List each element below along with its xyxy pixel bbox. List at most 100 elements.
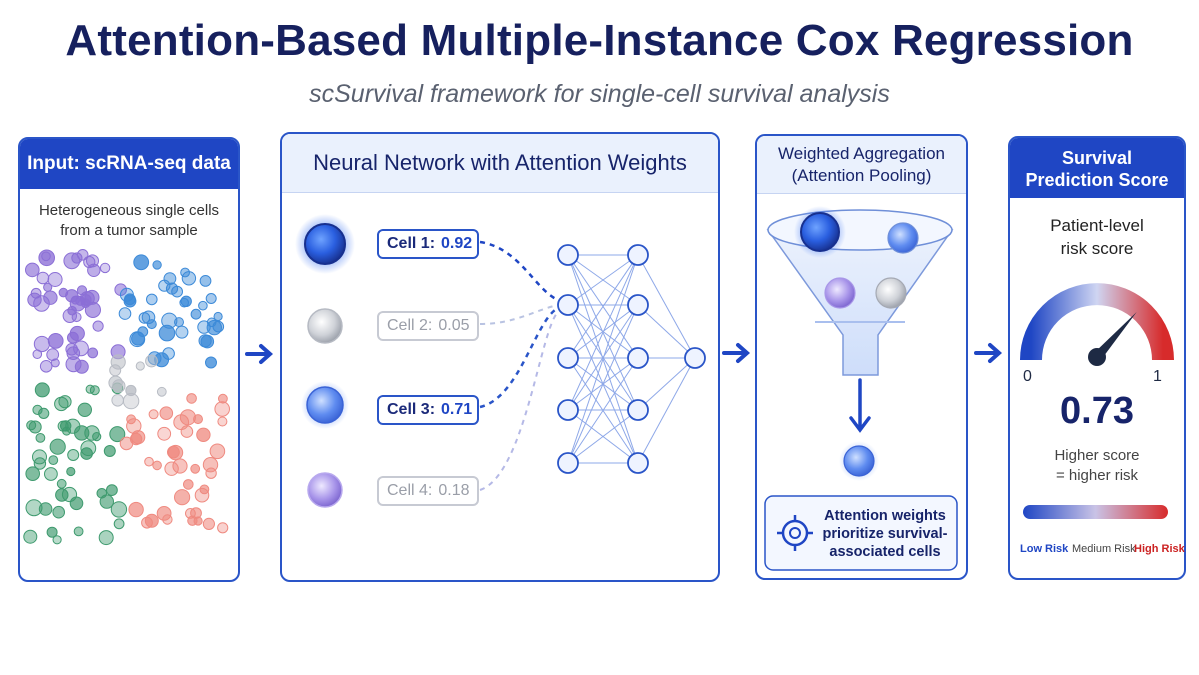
cell-3-icon [306,386,344,424]
single-cell-dot [38,249,56,267]
gauge-min-label: 0 [1023,368,1032,385]
single-cell-dot [59,420,72,432]
single-cell-dot [32,449,47,465]
single-cell-dot [80,440,97,457]
single-cell-dot [54,396,69,412]
cell-2-label: Cell 2:0.05 [377,311,479,341]
nn-edge [567,254,639,464]
single-cell-dot [141,310,156,325]
risk-legend-bar [1023,505,1168,519]
single-cell-dot [135,361,145,371]
aggregation-header-line1: Weighted Aggregation [778,144,945,163]
funnel-cell-grey [875,277,907,309]
nn-node [627,244,649,266]
single-cell-dot [146,319,157,330]
single-cell-dot [106,484,118,497]
score-caption-line1: Patient-level [1050,216,1144,235]
single-cell-dot [89,385,100,396]
single-cell-dot [131,430,146,445]
single-cell-dot [217,522,229,534]
legend-low-risk: Low Risk [1020,543,1069,555]
single-cell-dot [159,406,174,421]
single-cell-dot [193,516,203,526]
single-cell-dot [198,300,208,311]
single-cell-dot [122,392,140,410]
single-cell-dot [174,489,191,506]
single-cell-dot [44,467,58,481]
single-cell-dot [108,375,123,390]
single-cell-dot [190,308,202,320]
cell-1-name: Cell 1: [387,235,436,252]
input-description-line2: from a tumor sample [60,222,198,239]
pooled-cell [843,445,875,477]
cell-2-name: Cell 2: [387,317,433,334]
nn-node [627,294,649,316]
single-cell-dot [148,409,159,420]
page-title: Attention-Based Multiple-Instance Cox Re… [65,16,1134,65]
nn-node [627,347,649,369]
cell-4-label: Cell 4:0.18 [377,476,479,506]
single-cell-dot [158,324,176,342]
single-cell-dot [110,354,126,370]
single-cell-dot [48,455,59,466]
funnel-cell-medium [887,222,919,254]
gauge-needle [1093,311,1137,361]
single-cell-dot [186,393,197,404]
single-cell-dot [25,466,41,482]
single-cell-dot [119,287,134,302]
single-cell-dot [196,427,211,442]
single-cell-dot [205,356,217,369]
single-cell-dot [77,402,93,417]
nn-node [557,294,579,316]
single-cell-dot [74,425,90,441]
nn-node [627,452,649,474]
single-cell-dot [180,295,192,307]
single-cell-dot [162,347,175,360]
single-cell-dot [43,290,58,305]
single-cell-dot [99,494,115,509]
nn-edge [637,357,696,411]
single-cell-dot [30,287,42,299]
single-cell-dot [214,401,230,417]
single-cell-dot [34,382,50,398]
single-cell-dot [156,386,167,397]
connector-cell-1 [479,240,559,302]
score-header-line1: Survival [1061,148,1133,168]
single-cell-dot [174,317,184,328]
single-cell-dot [145,354,158,368]
single-cell-dot [35,433,46,443]
single-cell-dot [63,252,81,270]
single-cell-dot [67,449,80,461]
connector-cell-4 [479,311,559,491]
single-cell-dot [125,384,137,397]
nn-edge [567,304,639,464]
single-cell-dot [43,282,53,292]
single-cell-dot [180,267,191,278]
single-cell-dot [33,335,51,353]
single-cell-dot [181,271,197,286]
single-cell-dot [217,416,228,427]
single-cell-dot [83,255,96,269]
single-cell-dot [111,394,124,407]
score-caption: Patient-level risk score [1008,214,1186,260]
single-cell-dot [199,484,210,495]
single-cell-dot [55,488,69,502]
single-cell-dot [69,325,85,342]
single-cell-dot [157,426,172,441]
score-explain: Higher score = higher risk [1008,446,1186,486]
single-cell-dot [167,445,180,459]
single-cell-dot [163,272,177,286]
cell-4-icon [307,472,343,508]
nn-edge [637,357,696,464]
gauge-needle-shape [1093,311,1137,361]
single-cell-dot [56,478,67,489]
single-cell-dot [209,443,226,460]
single-cell-dot [118,307,132,320]
single-cell-dot [38,407,50,419]
network-panel: Neural Network with Attention Weights [280,132,720,582]
note-line2: prioritize survival- [822,526,948,542]
single-cell-dot [144,513,159,528]
single-cell-dot [98,530,114,546]
nn-node [557,399,579,421]
